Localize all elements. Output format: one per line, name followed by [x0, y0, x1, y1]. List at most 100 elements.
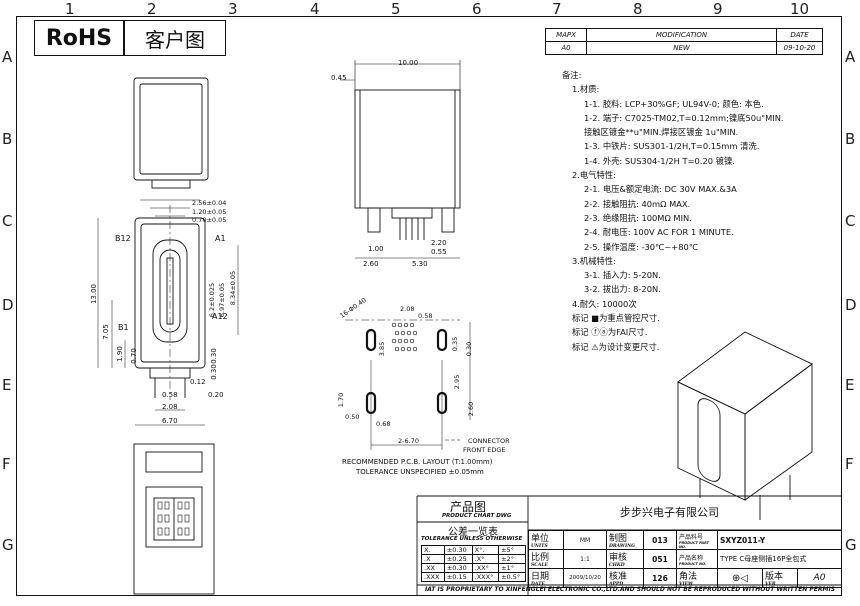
view-en: VIEW	[679, 582, 694, 587]
pin-label-a12: A12	[212, 312, 228, 321]
dim-side-5-30: 5.30	[412, 260, 428, 268]
row-e: E	[2, 376, 12, 394]
tol-cell: ±2°	[498, 554, 526, 564]
tol-cell: .X	[421, 554, 445, 564]
dim-side-width: 10.00	[398, 59, 419, 67]
col-5: 5	[391, 0, 401, 18]
note-line: 备注:	[562, 70, 582, 80]
unit-cn: 单位	[531, 534, 550, 544]
scale-cn: 比例	[531, 553, 550, 563]
tol-cell: X.	[421, 545, 445, 555]
drawing-frame	[16, 16, 842, 596]
dim-front-13: 13.00	[90, 283, 99, 305]
row-d: D	[2, 296, 14, 314]
unit-value: MM	[563, 530, 607, 550]
dim-side-1-00: 1.00	[368, 245, 384, 253]
dim-pcb-2-60: 2.60	[467, 401, 476, 417]
front-view	[97, 199, 239, 426]
tol-cell: .X°	[471, 554, 500, 564]
dim-pcb-0-50: 0.50	[345, 413, 360, 421]
tolerance-row: .X ±0.25 .X° ±2°	[421, 554, 526, 564]
note-line: 接触区镀金**u"MIN.焊接区镀金 1u"MIN.	[584, 127, 739, 138]
tol-cell: .XX°	[471, 563, 500, 573]
tol-cell: ±0.15	[443, 572, 473, 582]
top-view-body	[133, 77, 209, 189]
company-name: 步步兴电子有限公司	[620, 506, 719, 519]
dim-pcb-2-6-70: 2-6.70	[398, 437, 419, 445]
dim-front-top-1: 1.20±0.05	[192, 208, 227, 216]
product-name-cn: 产品名称	[679, 554, 704, 562]
row-b-right: B	[845, 130, 856, 148]
dim-front-top-2: 0.70±0.05	[192, 216, 227, 224]
drawing-en: DRAWING	[609, 544, 636, 549]
dim-front-0-20: 0.20	[208, 391, 224, 399]
col-7: 7	[552, 0, 562, 18]
dim-side-offset: 0.45	[331, 74, 347, 82]
revision-table: MAPX MODIFICATION DATE A0 NEW 09-10-20	[545, 28, 823, 55]
rev-date: 09-10-20	[776, 41, 823, 55]
dim-front-0-30b: 0.30	[209, 364, 218, 380]
note-line: 3.机械特性:	[572, 255, 616, 266]
pcb-layout-note: RECOMMENDED P.C.B. LAYOUT (T:1.00mm)	[342, 458, 493, 466]
dim-front-7-05: 7.05	[101, 324, 110, 340]
version-cn: 版本	[765, 572, 784, 582]
dim-front-0-12: 0.12	[190, 378, 206, 386]
drawing-value: 013	[643, 530, 677, 550]
date-value: 2009/10/20	[563, 568, 607, 588]
product-chart-cn: 产品图	[450, 500, 487, 514]
checked-en: CHKD	[609, 563, 625, 568]
row-f-right: F	[845, 455, 854, 473]
drawing-cn: 制图	[609, 534, 628, 544]
note-line: 3-2. 拔出力: 8-20N.	[584, 284, 661, 295]
part-no-cn: 产品料号	[679, 533, 704, 541]
tolerance-note: TOLERANCE UNSPECIFIED ±0.05mm	[356, 468, 484, 476]
approved-en: APPD	[609, 582, 624, 587]
dim-front-top-0: 2.56±0.04	[192, 199, 227, 207]
tol-cell: .XXX°	[471, 572, 500, 582]
pin-label-a1: A1	[215, 234, 226, 243]
tol-cell: ±0.30	[443, 563, 473, 573]
scale-value: 1:1	[563, 549, 607, 569]
side-view	[340, 60, 461, 259]
scale-en: SCALE	[531, 563, 548, 568]
note-line: 标记 ■为重点管控尺寸.	[572, 313, 660, 324]
tol-cell: ±0.30	[443, 545, 473, 555]
product-name-value: TYPE C母座侧插16P全包式	[717, 549, 842, 569]
notes-panel: 备注: 1.材质: 1-1. 胶料: LCP+30%GF; UL94V-0; 颜…	[562, 68, 842, 354]
projection-symbol-icon: ⊕◁	[717, 568, 763, 588]
version-en: VER	[765, 582, 776, 587]
tol-cell: ±0.25	[443, 554, 473, 564]
connector-label: CONNECTOR	[468, 437, 510, 445]
approved-cn: 核准	[609, 572, 628, 582]
note-line: 1-4. 外壳: SUS304-1/2H T=0.20 镀镍.	[584, 155, 735, 166]
tolerance-title-en: TOLERANCE UNLESS OTHERWISE	[421, 536, 523, 542]
note-line: 2-4. 耐电压: 100V AC FOR 1 MINUTE.	[584, 227, 734, 238]
date-en: DATE	[531, 582, 545, 587]
dim-pcb-3-85: 3.85	[378, 341, 387, 357]
tol-cell: ±5°	[498, 545, 526, 555]
rev-mapx: A0	[545, 41, 587, 55]
note-line: 标记 ⓕⓐ为FAI尺寸.	[572, 327, 648, 338]
approved-value: 126	[643, 568, 677, 588]
col-2: 2	[147, 0, 157, 18]
product-chart-en: PRODUCT CHART DWG	[442, 513, 512, 519]
tol-cell: X°.	[471, 545, 500, 555]
col-8: 8	[633, 0, 643, 18]
col-6: 6	[472, 0, 482, 18]
note-line: 2-2. 接触阻抗: 40mΩ MAX.	[584, 198, 691, 209]
dim-pcb-0-68: 0.68	[376, 420, 391, 428]
checked-value: 051	[643, 549, 677, 569]
note-line: 1.材质:	[572, 84, 600, 95]
note-line: 2-5. 操作温度: -30℃~+80℃	[584, 241, 699, 252]
row-a: A	[2, 48, 13, 66]
dim-pcb-2-08: 2.08	[400, 305, 415, 313]
date-cn: 日期	[531, 572, 550, 582]
tolerance-row: X. ±0.30 X°. ±5°	[421, 545, 526, 555]
note-line: 1-2. 端子: C7025-TM02,T=0.12mm;镍底50u"MIN.	[584, 112, 784, 123]
tolerance-row: .XX ±0.30 .XX° ±1°	[421, 563, 526, 573]
note-line: 1-3. 中铁片: SUS301-1/2H,T=0.15mm 清洗.	[584, 141, 760, 152]
note-line: 标记 ⚠为设计变更尺寸.	[572, 341, 660, 352]
dim-side-2-20: 2.20	[431, 239, 447, 247]
dim-front-0-30a: 0.30	[209, 348, 218, 364]
dim-front-8-34: 8.34±0.05	[229, 270, 238, 306]
